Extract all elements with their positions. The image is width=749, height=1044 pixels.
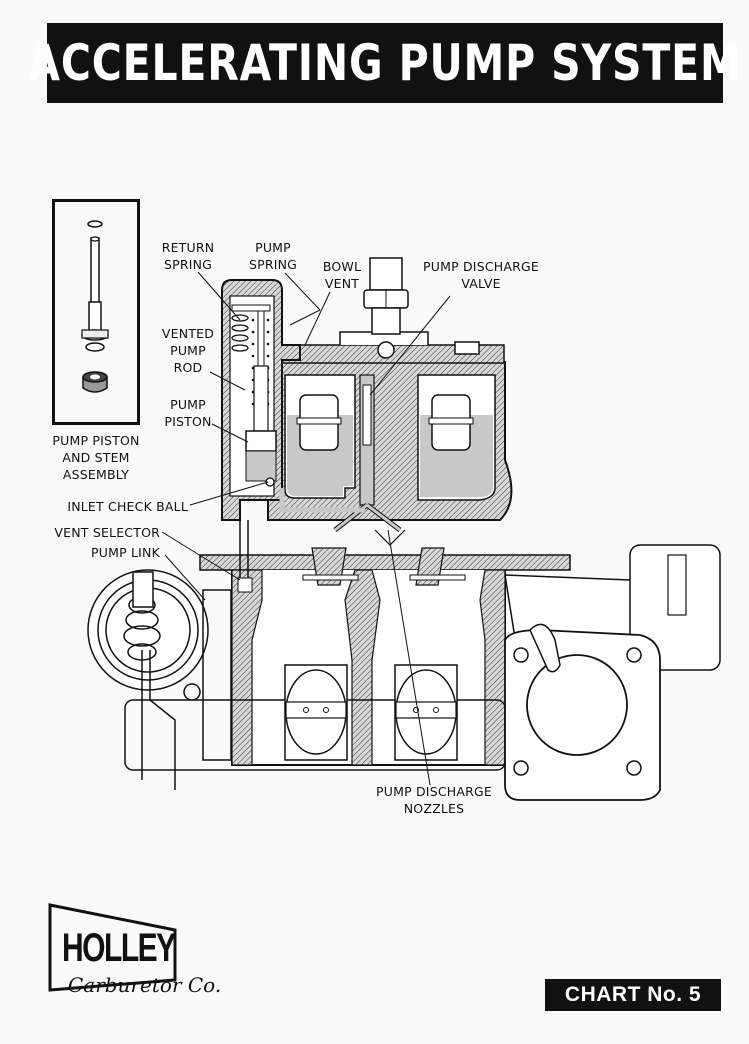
label-line: PUMP DISCHARGE [376,784,492,799]
flange-screws [513,647,642,776]
pump-link-rod [237,577,253,593]
label-inlet-check-ball: INLET CHECK BALL [67,499,188,514]
vented-pump-rod [257,310,265,367]
leader-pump-piston [211,423,249,443]
title-banner: ACCELERATING PUMP SYSTEM [28,23,741,103]
label-line: VENTED [161,326,215,341]
label-bowl-vent: BOWL VENT [312,258,372,292]
label-pump-discharge-valve: PUMP DISCHARGE VALVE [412,258,550,292]
fuel-inlet-fitting [369,257,403,291]
leader-discharge-valve [369,295,451,396]
holley-logo-script: Carburetor Co. [68,973,222,997]
label-pump-spring: PUMP SPRING [240,239,306,273]
cover-screw [454,341,480,355]
label-line: SPRING [163,257,213,272]
leader-pump-spring [284,272,321,311]
label-return-spring: RETURN SPRING [155,239,221,273]
secondary-diaphragm [87,569,209,691]
leader-pump-link [164,554,206,601]
label-line: PUMP [170,343,206,358]
label-line: NOZZLES [403,801,465,816]
diaphragm-link [141,650,176,790]
inset-caption: PUMP PISTON AND STEM ASSEMBLY [48,432,144,483]
label-line: BOWL [322,259,362,274]
label-pump-discharge-nozzles: PUMP DISCHARGE NOZZLES [364,783,504,817]
inset-caption-line: ASSEMBLY [62,467,130,482]
pump-piston [245,430,277,452]
leader-vented-rod [209,371,246,391]
gasket-flange [199,554,571,571]
label-line: PUMP [170,397,206,412]
label-line: PUMP DISCHARGE [423,259,539,274]
piston-stem-illustration [81,220,109,393]
return-spring [231,314,249,352]
inlet-check-ball [265,477,275,487]
label-vent-selector: VENT SELECTOR [54,525,160,540]
label-pump-link: PUMP LINK [91,545,160,560]
inset-caption-line: PUMP PISTON [52,433,140,448]
label-line: VENT [324,276,360,291]
page-title: ACCELERATING PUMP SYSTEM [28,34,742,92]
label-line: PISTON [164,414,212,429]
holley-logo-frame [48,903,177,992]
leader-lines [161,271,451,786]
venturi-divider [344,569,381,766]
inset-caption-line: AND STEM [62,450,130,465]
label-line: VALVE [461,276,501,291]
label-line: SPRING [248,257,298,272]
label-vented-pump-rod: VENTED PUMP ROD [155,325,221,376]
holley-logo-word: HOLLEY [62,926,176,970]
vent-selector-lever [202,589,232,761]
leader-vent-selector [161,531,241,581]
leader-discharge-nozzles [387,529,431,786]
leader-return-spring [197,271,241,321]
label-line: ROD [173,360,203,375]
discharge-needle [362,384,372,446]
throttle-bore [526,654,628,756]
retaining-clip [87,220,103,228]
leader-inlet-check-ball [189,481,269,506]
pump-spring-cap [231,304,271,312]
label-line: RETURN [161,240,215,255]
piston-assembly-inset [52,199,140,425]
label-pump-piston: PUMP PISTON [155,396,221,430]
label-line: PUMP [255,240,291,255]
leader-bowl-vent [304,291,331,346]
chart-number-badge: CHART No. 5 [545,979,721,1011]
